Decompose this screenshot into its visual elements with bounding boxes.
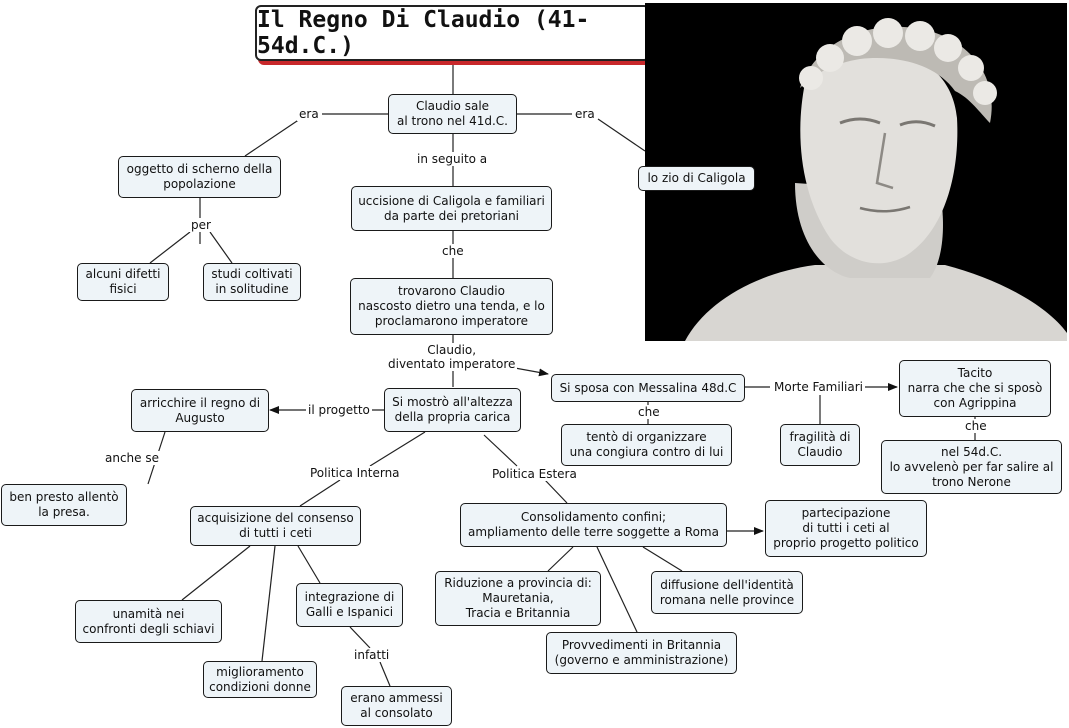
label-infatti: infatti (352, 648, 392, 662)
label-politica-estera: Politica Estera (490, 467, 579, 481)
label-diventato-imperatore: Claudio, diventato imperatore (386, 343, 518, 371)
node-sposa-messalina[interactable]: Si sposa con Messalina 48d.C (551, 374, 745, 402)
label-morte-familiari: Morte Familiari (772, 380, 865, 394)
node-consolidamento-confini[interactable]: Consolidamento confini; ampliamento dell… (460, 503, 727, 547)
node-identita-romana[interactable]: diffusione dell'identità romana nelle pr… (651, 571, 803, 614)
node-partecipazione[interactable]: partecipazione di tutti i ceti al propri… (765, 500, 927, 557)
node-tacito[interactable]: Tacito narra che che si sposò con Agripp… (899, 360, 1051, 417)
node-consenso-ceti[interactable]: acquisizione del consenso di tutti i cet… (190, 506, 361, 546)
label-politica-interna: Politica Interna (308, 466, 402, 480)
label-era-left: era (297, 107, 321, 121)
node-arricchire-regno[interactable]: arricchire il regno di Augusto (131, 389, 269, 432)
label-il-progetto: il progetto (306, 403, 372, 417)
node-provvedimenti-britannia[interactable]: Provvedimenti in Britannia (governo e am… (546, 632, 737, 674)
node-riduzione-provincia[interactable]: Riduzione a provincia di: Mauretania, Tr… (435, 571, 601, 626)
label-che-3: che (963, 419, 989, 433)
node-uccisione-caligola[interactable]: uccisione di Caligola e familiari da par… (351, 186, 552, 231)
node-congiura[interactable]: tentò di organizzare una congiura contro… (561, 424, 732, 466)
bust-illustration (645, 3, 1067, 341)
node-difetti-fisici[interactable]: alcuni difetti fisici (77, 263, 169, 301)
node-trovarono-claudio[interactable]: trovarono Claudio nascosto dietro una te… (350, 278, 553, 335)
node-zio-caligola[interactable]: lo zio di Caligola (638, 166, 755, 191)
node-altezza-carica[interactable]: Si mostrò all'altezza della propria cari… (384, 388, 521, 432)
map-title: Il Regno Di Claudio (41-54d.C.) (255, 5, 650, 61)
node-galli-ispanici[interactable]: integrazione di Galli e Ispanici (296, 583, 403, 627)
node-oggetto-scherno[interactable]: oggetto di scherno della popolazione (118, 156, 281, 198)
label-era-right: era (573, 107, 597, 121)
label-anche-se: anche se (103, 451, 161, 465)
node-claudio-trono[interactable]: Claudio sale al trono nel 41d.C. (388, 94, 517, 134)
label-in-seguito: in seguito a (415, 152, 490, 166)
node-unamita-schiavi[interactable]: unamità nei confronti degli schiavi (75, 600, 222, 643)
node-consolato[interactable]: erano ammessi al consolato (341, 686, 452, 726)
node-studi-solitudine[interactable]: studi coltivati in solitudine (203, 263, 301, 301)
label-che-2: che (636, 405, 662, 419)
node-ben-presto[interactable]: ben presto allentò la presa. (1, 484, 127, 526)
label-che-1: che (440, 244, 466, 258)
label-per: per (189, 218, 213, 232)
node-miglioramento-donne[interactable]: miglioramento condizioni donne (203, 661, 317, 698)
node-fragilita[interactable]: fragilità di Claudio (780, 424, 860, 466)
node-avveleno-nerone[interactable]: nel 54d.C. lo avvelenò per far salire al… (881, 440, 1062, 494)
